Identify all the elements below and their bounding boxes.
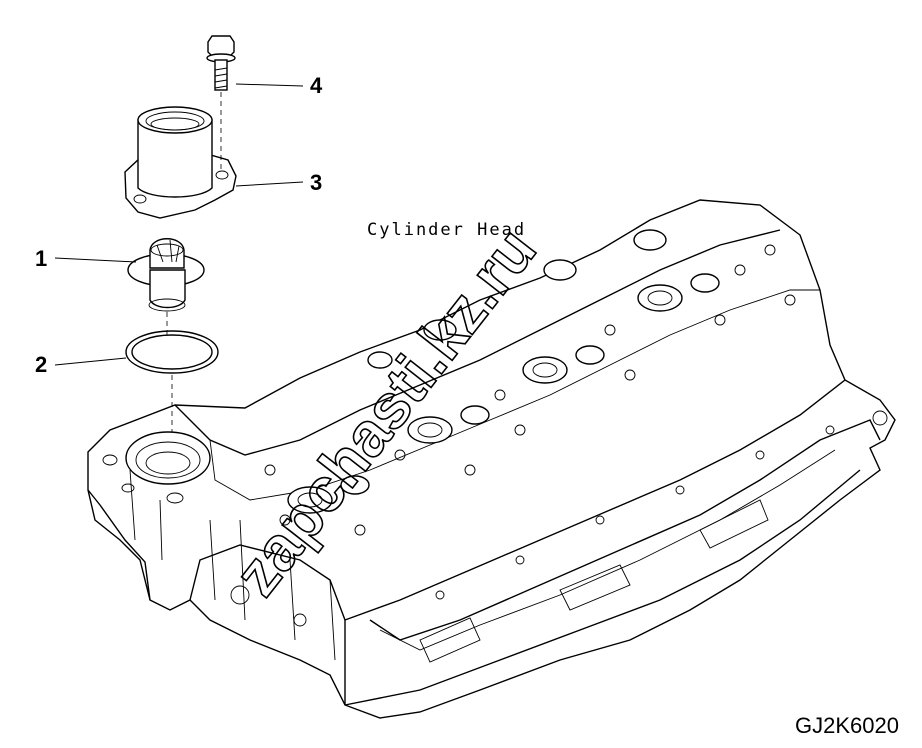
callout-2: 2	[35, 352, 47, 377]
leader-lines	[54, 83, 304, 366]
callout-4: 4	[310, 73, 323, 98]
cylinder-head-drawing	[87, 199, 896, 719]
thermostat-housing	[124, 106, 237, 219]
component-label: Cylinder Head	[367, 220, 526, 240]
callout-3: 3	[310, 170, 322, 195]
gasket-ring	[125, 330, 219, 432]
head-bolt-holes	[230, 244, 888, 627]
callout-1: 1	[35, 246, 47, 271]
figure-code: GJ2K6020	[795, 713, 899, 738]
valve-ports	[287, 229, 720, 514]
thermostat	[127, 238, 205, 335]
housing-bolt	[206, 35, 236, 172]
